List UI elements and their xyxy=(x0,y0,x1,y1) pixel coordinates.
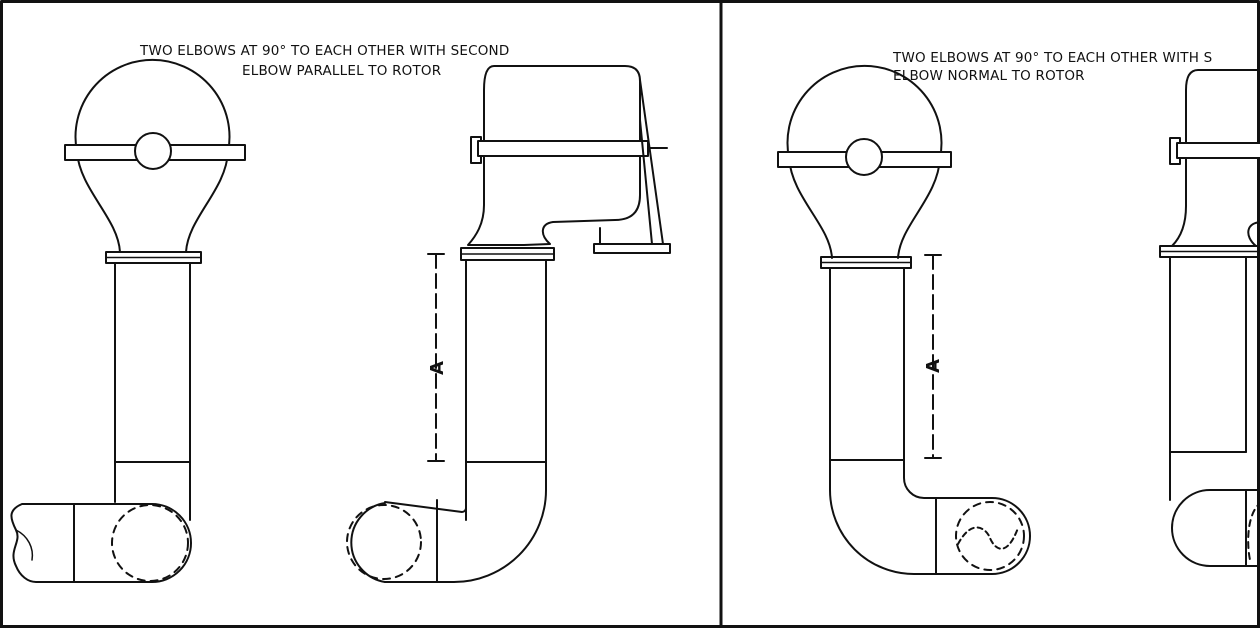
left-caption-line1: TWO ELBOWS AT 90° TO EACH OTHER WITH SEC… xyxy=(139,43,509,59)
pump-housing-bulb-2 xyxy=(786,64,943,259)
housing-elbow-normal xyxy=(777,64,1031,575)
right-panel xyxy=(777,64,1260,575)
right-caption-line1: TWO ELBOWS AT 90° TO EACH OTHER WITH S xyxy=(892,50,1212,66)
right-dimension-label: A xyxy=(923,359,944,373)
support-leg xyxy=(599,79,664,245)
rotor-housing-box xyxy=(467,65,641,246)
left-dimension-label: A xyxy=(427,361,448,375)
elbow-outer xyxy=(384,465,547,583)
housing-strap xyxy=(477,140,649,157)
housing-straight-pipe-left xyxy=(10,58,246,583)
elbow-inner xyxy=(384,501,467,513)
horizontal-run xyxy=(10,503,153,583)
housing-offset-right-partial xyxy=(1159,69,1260,567)
elbow-end-dashed xyxy=(111,504,189,582)
left-caption-line2: ELBOW PARALLEL TO ROTOR xyxy=(242,63,441,79)
right-caption-line2: ELBOW NORMAL TO ROTOR xyxy=(893,68,1085,84)
housing-hub xyxy=(134,132,172,170)
pump-housing-bulb xyxy=(74,58,231,253)
elbow-outer-2 xyxy=(829,469,993,575)
support-foot xyxy=(593,243,671,254)
housing-offset-left xyxy=(346,65,671,583)
left-panel xyxy=(10,58,671,583)
wavy-flow-line xyxy=(957,526,1019,550)
elbow-inner-2 xyxy=(903,464,993,499)
housing-hub-2 xyxy=(845,138,883,176)
